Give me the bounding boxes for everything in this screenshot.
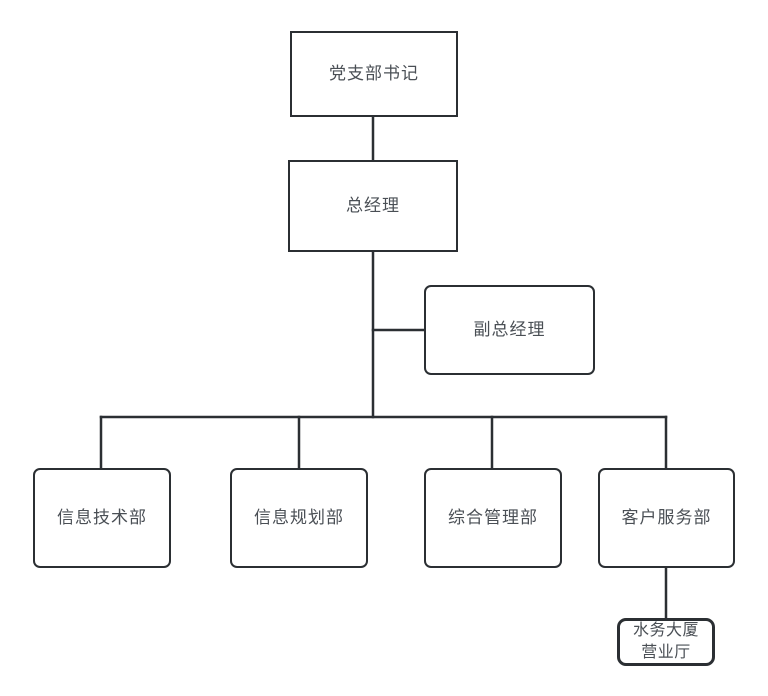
node-comprehensive-management-dept[interactable]: 综合管理部 (424, 468, 562, 568)
node-comprehensive-management-dept-label: 综合管理部 (448, 507, 538, 527)
node-customer-service-dept-label: 客户服务部 (621, 507, 712, 527)
node-water-building-business-hall[interactable]: 水务大厦 营业厅 (617, 618, 715, 666)
node-party-branch-secretary-label: 党支部书记 (329, 63, 419, 83)
node-customer-service-dept[interactable]: 客户服务部 (598, 468, 735, 568)
node-information-planning-dept[interactable]: 信息规划部 (230, 468, 368, 568)
node-party-branch-secretary[interactable]: 党支部书记 (290, 31, 458, 117)
node-water-building-business-hall-label: 水务大厦 营业厅 (632, 622, 699, 661)
node-deputy-general-manager[interactable]: 副总经理 (424, 285, 595, 375)
node-deputy-general-manager-label: 副总经理 (473, 319, 546, 339)
node-information-planning-dept-label: 信息规划部 (254, 507, 344, 527)
node-information-technology-dept[interactable]: 信息技术部 (33, 468, 171, 568)
node-information-technology-dept-label: 信息技术部 (57, 507, 147, 527)
node-general-manager-label: 总经理 (346, 195, 400, 215)
node-general-manager[interactable]: 总经理 (288, 160, 458, 252)
